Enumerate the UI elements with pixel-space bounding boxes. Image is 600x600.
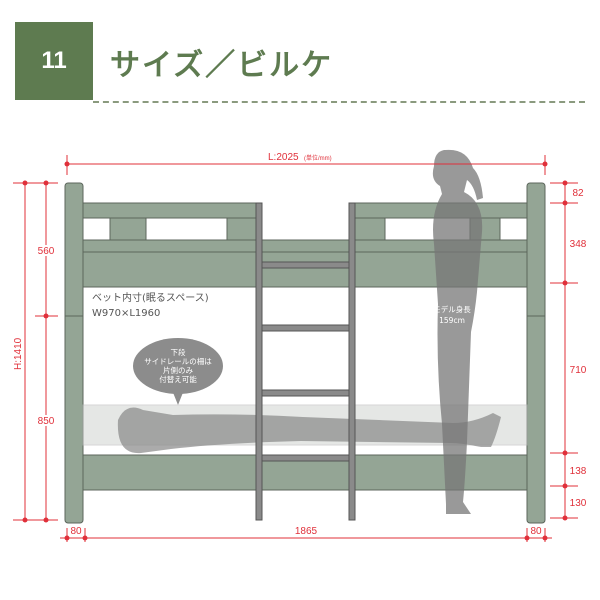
standing-person-silhouette — [432, 149, 483, 514]
left-post — [64, 182, 84, 524]
ladder-rail-right — [348, 202, 356, 521]
dim-left: 850 — [38, 416, 55, 427]
upper-left-top-rail — [82, 202, 259, 219]
section-number: 11 — [15, 22, 93, 100]
ladder-rail-left — [255, 202, 263, 521]
length-label: L:2025 — [268, 152, 299, 163]
upper-left-block — [109, 217, 147, 241]
dim-right: 710 — [570, 365, 587, 376]
unit-label: (単位/mm) — [304, 154, 332, 162]
dim-right: 348 — [570, 239, 587, 250]
note-bubble — [133, 338, 223, 394]
dim-bottom: 1865 — [295, 526, 318, 537]
model-height: 159cm — [439, 316, 465, 325]
bubble-line: 片側のみ — [163, 365, 193, 375]
page-title: サイズ／ビルケ — [110, 48, 334, 83]
upper-right-block — [354, 217, 386, 241]
bubble-line: 付替え可能 — [159, 374, 197, 384]
dim-bottom: 80 — [70, 526, 82, 537]
dashed-divider — [93, 101, 585, 103]
dim-right: 82 — [572, 188, 584, 199]
inner-size-title: ベット内寸(眠るスペース) — [92, 291, 209, 304]
bubble-line: サイドレールの柵は — [144, 356, 212, 366]
model-label: モデル身長 — [433, 304, 471, 314]
dim-right: 130 — [570, 498, 587, 509]
dim-right: 138 — [570, 466, 587, 477]
bubble-line: 下段 — [171, 347, 186, 357]
ladder-rung — [261, 324, 350, 332]
lying-person-silhouette — [117, 407, 501, 454]
right-post — [526, 182, 546, 524]
ladder-rung — [261, 454, 350, 462]
inner-size-value: W970×L1960 — [92, 308, 160, 319]
ladder-rung — [261, 261, 350, 269]
dim-left: 560 — [38, 246, 55, 257]
height-label: H:1410 — [13, 337, 24, 370]
dim-bottom: 80 — [530, 526, 542, 537]
upper-left-block — [226, 217, 259, 241]
ladder-rung — [261, 389, 350, 397]
